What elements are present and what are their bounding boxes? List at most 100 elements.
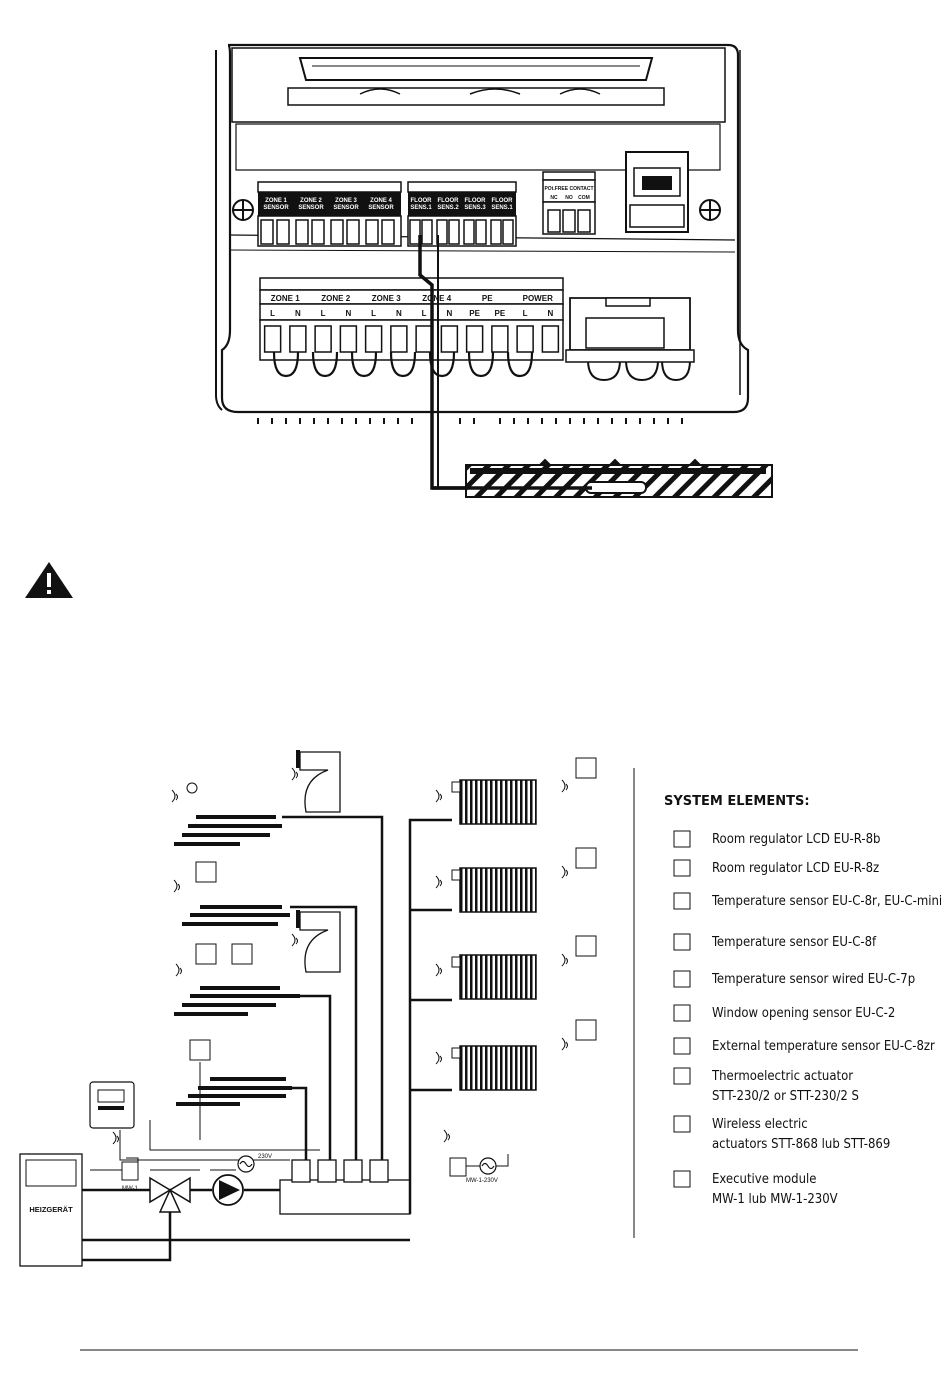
- legend-item-label: Temperature sensor EU-C-8f: [711, 935, 877, 950]
- legend-title: SYSTEM ELEMENTS:: [664, 794, 810, 809]
- terminal-screw: [490, 219, 502, 245]
- terminal-screw: [516, 325, 534, 353]
- floor-heating-loops: [174, 815, 300, 1106]
- cable-loop: [311, 351, 339, 378]
- terminal-screw: [260, 219, 274, 245]
- circulation-pump: [212, 1174, 244, 1206]
- legend-item-label: External temperature sensor EU-C-8zr: [712, 1039, 935, 1054]
- temperature-sensor-icon: [673, 892, 691, 910]
- contact-title: POt.FREE CONTACT: [544, 186, 593, 192]
- room-regulator-icon: [195, 943, 217, 965]
- rj-socket: [625, 151, 689, 233]
- terminal-screw: [440, 325, 459, 353]
- cable-loop: [389, 351, 417, 378]
- room-regulator-icon: [673, 830, 691, 848]
- wireless-signal-icon: [171, 767, 568, 1065]
- sensor-terminal-block: [257, 181, 402, 247]
- radiator: [451, 867, 537, 913]
- terminal-screw: [381, 219, 395, 245]
- floor-terminal-block: [407, 181, 517, 247]
- wired-sensor-icon: [673, 970, 691, 988]
- terminal-screw: [339, 325, 358, 353]
- temperature-sensor-icon: [186, 782, 198, 794]
- legend-item-label: Room regulator LCD EU-R-8z: [712, 861, 879, 876]
- terminal-screw: [502, 219, 514, 245]
- power-group-label: ZONE 1: [271, 294, 300, 303]
- terminal-screw: [276, 219, 290, 245]
- floor-cross-section: [432, 458, 773, 498]
- legend-item-label: Executive module: [712, 1172, 816, 1187]
- legend-item-label: Wireless electric: [712, 1117, 808, 1132]
- potential-free-contact-block: POt.FREE CONTACT NC NO COM: [542, 171, 596, 235]
- power-pin-label: N: [345, 309, 351, 318]
- terminal-screw: [390, 325, 408, 353]
- window-sensor-icon: [296, 910, 341, 973]
- underfloor-loop-zone4: [176, 1077, 292, 1106]
- voltage-label: 230V: [258, 1154, 272, 1160]
- control-wiring: [90, 1062, 320, 1171]
- terminal-screw: [465, 325, 484, 353]
- power-pin-label: PE: [469, 309, 480, 318]
- terminal-screw: [346, 219, 360, 245]
- power-group-label: POWER: [523, 294, 553, 303]
- power-pin-label: N: [396, 309, 402, 318]
- heater-label: HEIZGERÄT: [29, 1205, 73, 1214]
- radiator: [451, 954, 537, 1000]
- power-pin-label: L: [523, 309, 528, 318]
- terminal-screw: [295, 219, 309, 245]
- temperature-sensor-icon: [231, 943, 253, 965]
- cable-loop: [350, 351, 378, 378]
- mixing-valve: [149, 1176, 191, 1213]
- power-group-label: ZONE 2: [321, 294, 350, 303]
- room-regulator-icon: [575, 1019, 597, 1041]
- contact-pin: NC: [550, 195, 558, 201]
- wired-sensor-icon: [189, 1039, 211, 1061]
- room-regulator-icon: [575, 847, 597, 869]
- cable-loop: [467, 351, 495, 378]
- power-pin-label: L: [270, 309, 275, 318]
- contact-pin: NO: [565, 195, 573, 201]
- actuator-icon: [673, 1067, 691, 1085]
- main-controller-device: [89, 1081, 135, 1129]
- terminal-screw: [475, 219, 487, 245]
- cable-loop: [272, 351, 300, 378]
- mw1-230v-label: MW-1-230V: [466, 1178, 498, 1184]
- legend-item-label: Thermoelectric actuator: [711, 1069, 853, 1084]
- power-pin-label: PE: [495, 309, 506, 318]
- right-plug-module: [565, 297, 695, 382]
- mw1-230v-module-icon: [443, 1129, 509, 1177]
- legend-item-label: Temperature sensor wired EU-C-7p: [711, 972, 915, 987]
- terminal-screw: [421, 219, 433, 245]
- executive-module-icon: [673, 1170, 691, 1188]
- power-pin-label: N: [547, 309, 553, 318]
- terminal-screw: [448, 219, 460, 245]
- terminal-screw: [491, 325, 509, 353]
- power-pin-label: N: [295, 309, 301, 318]
- power-pin-label: L: [321, 309, 326, 318]
- terminal-screw: [365, 219, 379, 245]
- temperature-sensor-icon: [673, 933, 691, 951]
- manifold: [279, 1159, 411, 1215]
- terminal-screw: [314, 325, 332, 353]
- radiator: [451, 779, 537, 825]
- legend-item-label: Room regulator LCD EU-R-8b: [712, 832, 880, 847]
- power-pin-label: L: [371, 309, 376, 318]
- legend-item-label: STT-230/2 or STT-230/2 S: [712, 1089, 859, 1104]
- power-terminal-block: [259, 277, 564, 361]
- wireless-actuator-icon: [673, 1115, 691, 1133]
- power-group-label: ZONE 3: [372, 294, 401, 303]
- mw1-label: MW-1: [122, 1186, 139, 1192]
- terminal-screw: [463, 219, 475, 245]
- mw1-module-icon: [112, 1131, 139, 1181]
- supply-pipes: [82, 818, 452, 1262]
- power-cable-loops: [272, 351, 534, 378]
- power-group-label: PE: [482, 294, 493, 303]
- underfloor-loop-zone2: [182, 905, 290, 926]
